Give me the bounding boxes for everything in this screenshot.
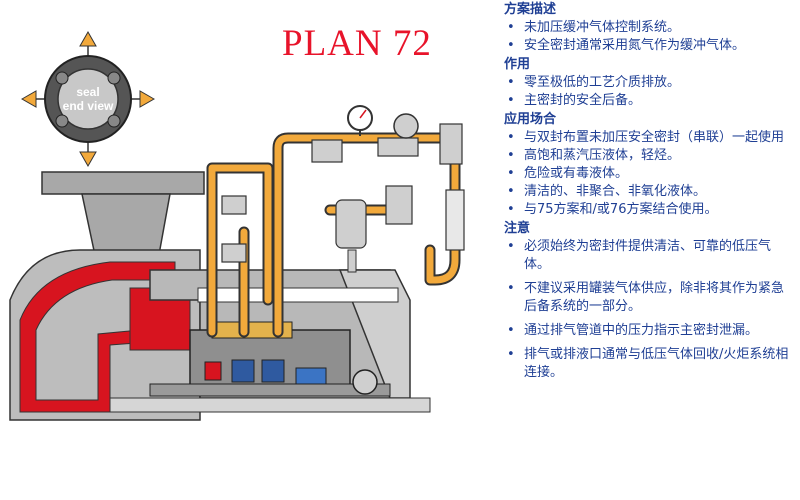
list-item: •排气或排液口通常与低压气体回收/火炬系统相连接。	[507, 347, 789, 380]
drain-valve-icon	[221, 243, 247, 263]
bullet-icon: •	[507, 75, 515, 90]
section-heading-notes: 注意	[504, 221, 531, 236]
page-title: PLAN 72	[282, 23, 432, 64]
list-item: •通过排气管道中的压力指示主密封泄漏。	[507, 323, 759, 338]
bullet-icon: •	[507, 148, 515, 163]
arrow-up-icon	[79, 30, 97, 47]
list-item: •零至极低的工艺介质排放。	[507, 75, 681, 90]
section-heading-function: 作用	[504, 57, 531, 72]
arrow-left-icon	[20, 90, 37, 108]
filter-icon	[335, 199, 367, 249]
bullet-icon: •	[507, 184, 515, 199]
list-item: •高饱和蒸汽压液体，轻烃。	[507, 148, 681, 163]
description-panel: 方案描述 •未加压缓冲气体控制系统。 •安全密封通常采用氮气作为缓冲气体。 作用…	[498, 0, 798, 500]
end-view-label: end view	[63, 99, 114, 113]
bullet-icon: •	[507, 347, 515, 362]
arrow-down-icon	[79, 151, 97, 168]
bullet-icon: •	[507, 130, 515, 145]
arrow-right-icon	[139, 90, 156, 108]
bullet-icon: •	[507, 239, 515, 254]
plan72-diagram: seal end view	[9, 30, 465, 421]
bullet-icon: •	[507, 281, 515, 296]
regulator-icon	[393, 113, 419, 139]
section-heading-description: 方案描述	[504, 2, 557, 17]
list-item: •必须始终为密封件提供清洁、可靠的低压气体。	[507, 239, 772, 272]
orifice-icon	[385, 185, 413, 225]
list-item: •未加压缓冲气体控制系统。	[507, 20, 681, 35]
flow-switch-icon	[439, 123, 463, 165]
list-item: •安全密封通常采用氮气作为缓冲气体。	[507, 38, 746, 53]
list-item: •清洁的、非聚合、非氧化液体。	[507, 184, 707, 199]
bullet-icon: •	[507, 93, 515, 108]
list-item: •与75方案和/或76方案结合使用。	[507, 202, 718, 217]
bullet-icon: •	[507, 323, 515, 338]
check-valve-icon	[311, 139, 343, 163]
seal-end-view: seal end view	[20, 30, 156, 168]
flowmeter-icon	[445, 189, 465, 251]
instruments	[221, 105, 465, 273]
bullet-icon: •	[507, 20, 515, 35]
seal-label: seal	[76, 85, 99, 99]
list-item: •不建议采用罐装气体供应，除非将其作为紧急后备系统的一部分。	[507, 281, 785, 314]
list-item: •主密封的安全后备。	[507, 93, 642, 108]
list-item: •危险或有毒液体。	[507, 166, 629, 181]
list-item: •与双封布置未加压安全密封（串联）一起使用	[507, 130, 785, 145]
bullet-icon: •	[507, 202, 515, 217]
vent-valve-icon	[221, 195, 247, 215]
bullet-icon: •	[507, 166, 515, 181]
seal-cartridge	[149, 321, 391, 397]
bullet-icon: •	[507, 38, 515, 53]
section-heading-application: 应用场合	[504, 112, 557, 127]
